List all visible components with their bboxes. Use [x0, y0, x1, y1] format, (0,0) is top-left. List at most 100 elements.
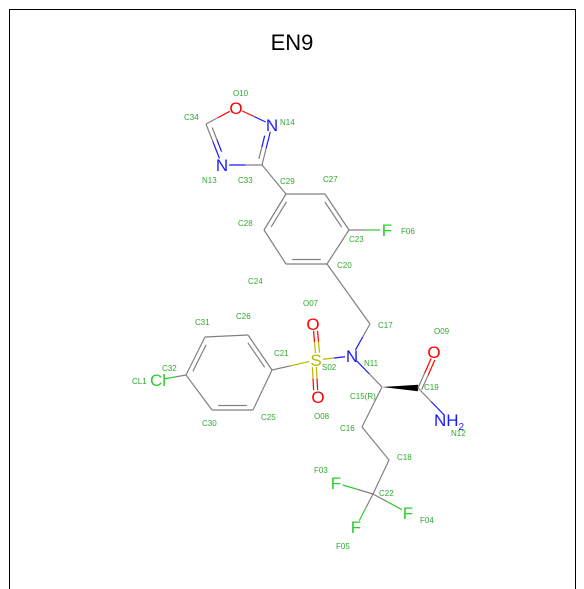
bond-c33-c29: [261, 164, 275, 180]
bond-o10-n14: [242, 110, 255, 118]
atom-label-n12: N12: [451, 429, 466, 438]
bond-c28-c29: [263, 211, 276, 231]
bond-c34-o10: [205, 117, 219, 125]
atom-label-s02: S02: [322, 363, 337, 372]
bond-c22-f05: [358, 507, 367, 522]
atom-label-o08: O08: [314, 412, 330, 421]
atom-label-c26: C26: [236, 312, 251, 321]
atom-label-o07: O07: [303, 299, 319, 308]
bond-s02-o08: [312, 378, 315, 391]
atom-symbol-o10: O: [229, 99, 242, 118]
atom-symbol-f04: F: [403, 504, 413, 523]
bond-c22-f05: [365, 493, 374, 508]
bond-c31-c32: [194, 336, 206, 357]
bond-c15-c19: [382, 384, 419, 392]
atom-label-c28: C28: [238, 219, 253, 228]
bond-c27-c23: [332, 214, 343, 228]
bond-c32-c30: [198, 392, 213, 411]
bond-c21-c26: [255, 354, 266, 368]
bond-c19-n12: [430, 401, 445, 416]
bond-c15-c16: [361, 406, 373, 428]
bond-s02-o07: [316, 330, 320, 342]
atom-label-f05: F05: [336, 542, 350, 551]
bond-s02-c21: [271, 365, 291, 371]
bond-c15-c16: [371, 386, 383, 408]
atom-label-c31: C31: [195, 318, 210, 327]
atom-symbol-n14: N: [266, 116, 278, 135]
bond-c21-c26: [247, 334, 261, 353]
atom-label-f06: F06: [401, 227, 415, 236]
bond-c21-c26: [259, 352, 273, 371]
bond-c16-c18: [375, 443, 390, 461]
bond-c19-o09: [427, 359, 436, 376]
atom-symbol-s02: S: [310, 351, 321, 370]
atom-symbol-cl1: Cl: [150, 371, 166, 390]
bond-c21-c26: [247, 342, 257, 356]
bond-c28-c29: [278, 201, 288, 215]
atom-label-c27: C27: [323, 175, 338, 184]
atom-label-c24: C24: [248, 277, 263, 286]
atom-symbol-f05: F: [351, 518, 361, 537]
bond-c23-c20: [326, 246, 339, 265]
bond-n11-s02: [333, 356, 346, 359]
bond-c27-c23: [324, 201, 334, 215]
atom-label-c19: C19: [424, 383, 439, 392]
bond-c27-c23: [336, 211, 350, 231]
bond-c24-c28: [274, 246, 287, 265]
bond-s02-o07: [312, 330, 316, 343]
atom-label-c15: C15(R): [350, 392, 376, 401]
bond-n14-c33: [261, 148, 267, 166]
bond-c28-c29: [270, 214, 280, 228]
bond-c18-c22: [380, 459, 390, 478]
bond-c31-c32: [185, 355, 197, 376]
bond-c32-cl1: [175, 374, 187, 378]
bond-c16-c18: [361, 426, 376, 444]
bond-c22-f03: [342, 484, 359, 491]
bond-n14-c33: [258, 147, 263, 160]
diagram-frame: [9, 9, 576, 589]
bond-n14-c33: [261, 135, 266, 148]
atom-symbol-o08: O: [311, 388, 324, 407]
bond-c17-n11: [362, 323, 371, 338]
bond-s02-o07: [313, 341, 317, 354]
bond-c32-cl1: [164, 376, 176, 380]
bond-c26-c31: [226, 334, 249, 337]
atom-label-c32: C32: [162, 364, 177, 373]
atom-symbol-n12: NH2: [434, 411, 465, 433]
atom-label-c33: C33: [238, 176, 253, 185]
bond-c19-o09: [424, 358, 432, 374]
atom-symbol-n11: N: [346, 347, 358, 366]
atom-label-o10: O10: [233, 89, 249, 98]
atom-label-c22: C22: [379, 489, 394, 498]
bond-c27-c23: [324, 193, 338, 213]
atom-label-f03: F03: [314, 466, 328, 475]
atom-label-c16: C16: [340, 424, 355, 433]
atom-label-n14: N14: [280, 118, 295, 127]
bond-s02-o08: [311, 367, 314, 379]
bond-c19-n12: [417, 387, 432, 402]
bond-c33-c29: [273, 179, 287, 195]
bond-s02-o08: [316, 378, 319, 391]
bond-n14-c33: [265, 131, 271, 149]
bond-c18-c22: [372, 476, 382, 495]
bond-c26-c31: [204, 335, 227, 338]
molecule-title: EN9: [270, 30, 314, 55]
bond-c22-f04: [387, 501, 403, 511]
bond-c32-c30: [185, 374, 200, 393]
bond-c19-o09: [421, 374, 429, 390]
atom-label-c23: C23: [349, 235, 364, 244]
bond-n13-c34: [211, 127, 218, 140]
bond-s02-c21: [290, 360, 310, 367]
bond-c20-c17: [326, 263, 349, 295]
bond-c31-c32: [192, 357, 201, 372]
atom-label-o09: O09: [434, 327, 450, 336]
bond-c19-o09: [417, 372, 426, 389]
bond-s02-o07: [317, 341, 321, 353]
atom-label-c25: C25: [261, 413, 276, 422]
atom-label-c18: C18: [397, 453, 412, 462]
bond-n13-c34: [216, 139, 223, 152]
atom-label-cl1: CL1: [132, 377, 147, 386]
bond-c31-c32: [198, 344, 207, 359]
atom-label-f04: F04: [420, 516, 434, 525]
